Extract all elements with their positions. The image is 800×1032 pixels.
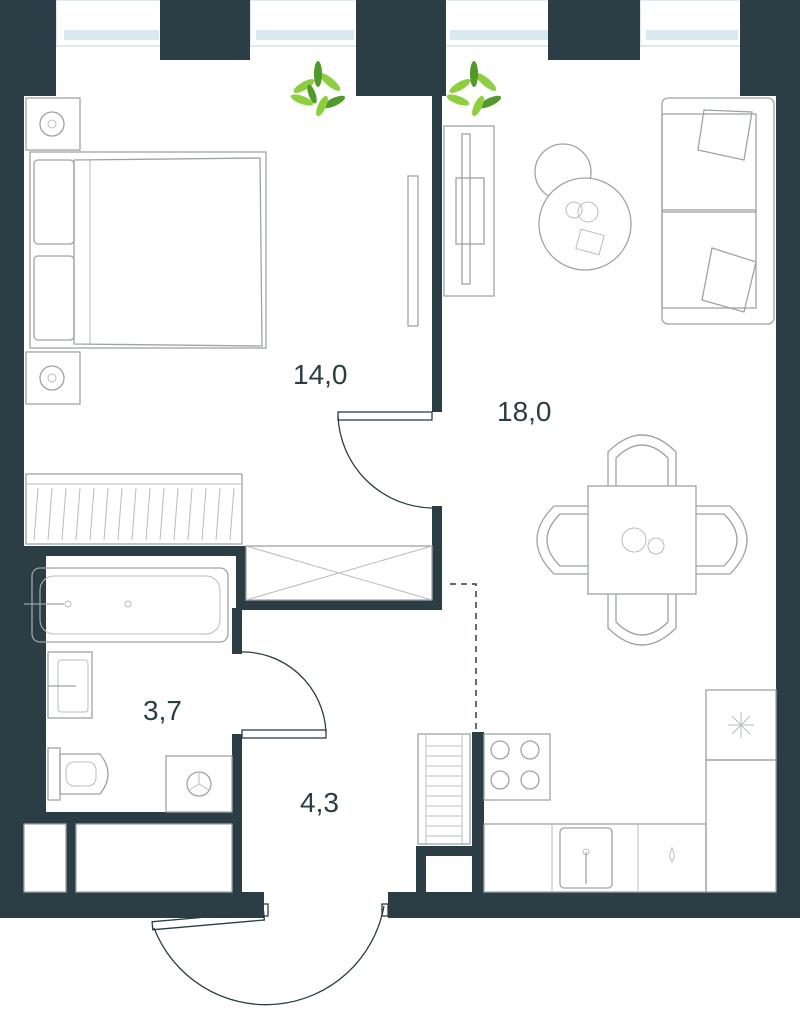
entry-door[interactable]: [151, 903, 389, 1006]
living-area-label: 18,0: [497, 396, 552, 427]
dishwasher-icon: [669, 846, 675, 863]
dining-table-icon: [587, 485, 697, 595]
storage-closet: [23, 823, 233, 893]
wardrobe-icon: [25, 473, 243, 545]
hallway-storage: [245, 545, 433, 601]
hallway-area-label: 4,3: [300, 787, 339, 818]
tv-stand-icon: [443, 125, 495, 297]
walls: [0, 0, 800, 918]
plant-icon: [290, 61, 346, 117]
kitchen-shelf: [417, 733, 471, 845]
nightstand-top: [25, 97, 81, 151]
tv-icon: [407, 175, 419, 327]
washing-machine-icon: [165, 755, 233, 813]
sink-icon: [47, 651, 93, 719]
bedroom-area-label: 14,0: [293, 359, 348, 390]
nightstand-bottom: [25, 351, 81, 405]
bathroom-area-label: 3,7: [143, 695, 182, 726]
kitchen-counter: [483, 823, 707, 893]
stove-icon: [483, 733, 551, 801]
armchair-icon: [607, 594, 677, 646]
bathtub-icon: [24, 567, 229, 643]
plant-icon: [446, 61, 502, 117]
fridge-icon: [705, 689, 777, 893]
zone-separator: [450, 583, 477, 732]
sink-icon: [559, 827, 613, 889]
windows: [55, 0, 745, 47]
toilet-icon: [47, 747, 109, 801]
coffee-table-icon: [534, 143, 632, 271]
bathroom-door: [237, 651, 327, 739]
bed-icon: [29, 151, 267, 349]
sofa-icon: [661, 97, 775, 325]
armchair-icon: [536, 505, 588, 575]
armchair-icon: [696, 505, 748, 575]
armchair-icon: [607, 434, 677, 486]
bedroom-door: [337, 411, 433, 509]
